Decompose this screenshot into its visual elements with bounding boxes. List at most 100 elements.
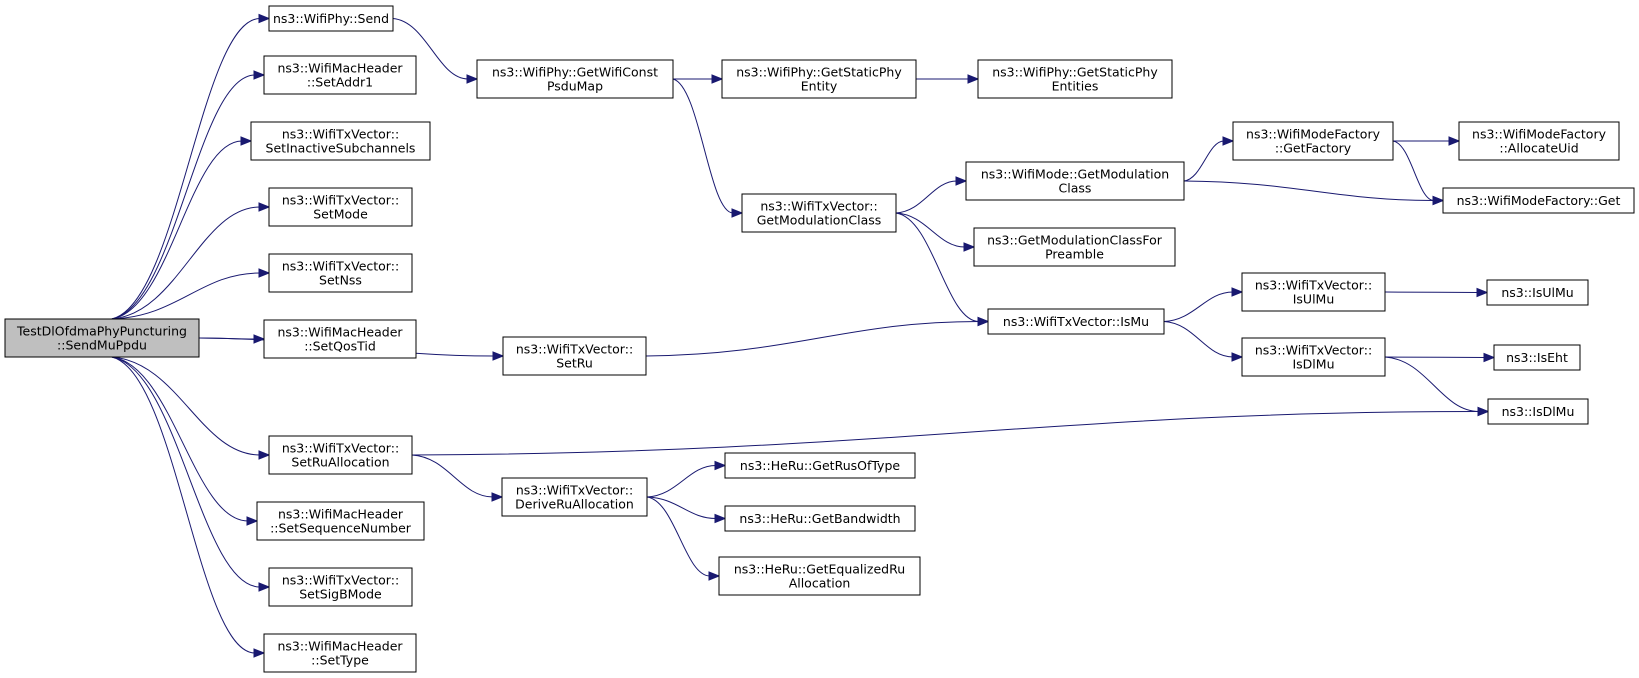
node-label-line: SetRuAllocation <box>291 455 389 470</box>
node-set-addr1[interactable]: ns3::WifiMacHeader::SetAddr1 <box>263 55 417 95</box>
node-label-line: ns3::WifiModeFactory <box>1246 127 1381 142</box>
node-label-line: ns3::WifiTxVector::IsMu <box>1003 314 1149 329</box>
node-set-ru-allocation[interactable]: ns3::WifiTxVector::SetRuAllocation <box>268 435 413 475</box>
node-label-line: ns3::WifiTxVector:: <box>282 259 399 274</box>
edge-get_factory-to-allocate_uid <box>1392 136 1461 146</box>
node-set-mode[interactable]: ns3::WifiTxVector::SetMode <box>268 187 413 227</box>
node-label-line: Allocation <box>789 576 851 591</box>
node-box <box>250 121 431 161</box>
nodes-layer: TestDlOfdmaPhyPuncturing::SendMuPpduns3:… <box>4 5 1635 673</box>
node-label-line: SetInactiveSubchannels <box>266 141 416 156</box>
node-derive-ru-allocation[interactable]: ns3::WifiTxVector::DeriveRuAllocation <box>501 477 648 517</box>
edge-send_mu_ppdu-to-set_nss <box>111 268 271 320</box>
node-label-line: SetMode <box>313 207 368 222</box>
node-box <box>1232 121 1394 161</box>
node-box <box>987 308 1165 335</box>
node-box <box>718 556 921 596</box>
edge-get_wifi_const_psdu_map-to-txvector_get_modulation_class <box>672 78 744 218</box>
edges-layer <box>111 13 1496 658</box>
node-label-line: ns3::WifiTxVector:: <box>282 573 399 588</box>
node-label-line: ns3::WifiMacHeader <box>277 325 403 340</box>
node-box <box>4 318 200 358</box>
node-get-rus-of-type[interactable]: ns3::HeRu::GetRusOfType <box>724 452 916 479</box>
node-label-line: ns3::IsDlMu <box>1502 404 1575 419</box>
node-label-line: ns3::WifiModeFactory <box>1472 127 1607 142</box>
node-wifimode-get-modulation-class[interactable]: ns3::WifiMode::GetModulationClass <box>965 161 1185 201</box>
node-wifiphy-send[interactable]: ns3::WifiPhy::Send <box>268 5 394 32</box>
node-set-nss[interactable]: ns3::WifiTxVector::SetNss <box>268 253 413 293</box>
edge-wifiphy_send-to-get_wifi_const_psdu_map <box>392 18 479 84</box>
node-label-line: TestDlOfdmaPhyPuncturing <box>16 324 187 339</box>
node-box <box>973 227 1176 267</box>
node-allocate-uid[interactable]: ns3::WifiModeFactory::AllocateUid <box>1458 121 1620 161</box>
node-set-ru[interactable]: ns3::WifiTxVector::SetRu <box>502 336 647 376</box>
node-set-qos-tid[interactable]: ns3::WifiMacHeader::SetQosTid <box>263 319 417 359</box>
edge-get_static_phy_entity-to-get_static_phy_entities <box>915 74 980 84</box>
edge-send_mu_ppdu-to-set_inactive_subchannels <box>111 136 253 320</box>
edge-get_factory-to-factory_get <box>1392 140 1445 206</box>
node-label-line: ns3::WifiModeFactory::Get <box>1457 193 1621 208</box>
node-is-dl-mu[interactable]: ns3::IsDlMu <box>1487 398 1589 425</box>
node-box <box>268 567 413 607</box>
node-box <box>724 505 916 532</box>
node-factory-get[interactable]: ns3::WifiModeFactory::Get <box>1442 187 1635 214</box>
node-txvector-is-ul-mu[interactable]: ns3::WifiTxVector::IsUlMu <box>1241 272 1386 312</box>
node-label-line: ns3::WifiTxVector:: <box>760 199 877 214</box>
node-label-line: ns3::WifiPhy::GetStaticPhy <box>992 65 1158 80</box>
node-box <box>476 59 674 99</box>
node-label-line: Entities <box>1052 79 1099 94</box>
node-label-line: IsDlMu <box>1292 357 1334 372</box>
edge-get_wifi_const_psdu_map-to-get_static_phy_entity <box>672 74 724 84</box>
edge-send_mu_ppdu-to-set_ru_allocation <box>111 356 271 460</box>
node-label-line: ::SetType <box>311 653 369 668</box>
edge-send_mu_ppdu-to-set_addr1 <box>111 70 266 320</box>
node-box <box>1487 398 1589 425</box>
node-label-line: ns3::WifiPhy::Send <box>273 11 389 26</box>
node-label-line: SetNss <box>319 273 362 288</box>
node-box <box>1442 187 1635 214</box>
node-box <box>977 59 1173 99</box>
node-get-bandwidth[interactable]: ns3::HeRu::GetBandwidth <box>724 505 916 532</box>
node-label-line: ns3::WifiTxVector:: <box>282 193 399 208</box>
node-label-line: ::SendMuPpdu <box>57 338 147 353</box>
node-label-line: ns3::WifiTxVector:: <box>1255 278 1372 293</box>
edge-is_mu-to-txvector_is_dl_mu <box>1163 321 1244 362</box>
node-send-mu-ppdu[interactable]: TestDlOfdmaPhyPuncturing::SendMuPpdu <box>4 318 200 358</box>
edge-set_ru_allocation-to-derive_ru_allocation <box>411 454 504 502</box>
node-label-line: ::AllocateUid <box>1499 141 1578 156</box>
node-is-ul-mu[interactable]: ns3::IsUlMu <box>1486 279 1589 306</box>
node-box <box>256 501 425 541</box>
node-txvector-is-dl-mu[interactable]: ns3::WifiTxVector::IsDlMu <box>1241 337 1386 377</box>
edge-txvector_is_dl_mu-to-is_eht <box>1384 352 1496 363</box>
edge-txvector_is_dl_mu-to-is_dl_mu <box>1384 356 1490 417</box>
node-box <box>1241 337 1386 377</box>
node-set-inactive-subchannels[interactable]: ns3::WifiTxVector::SetInactiveSubchannel… <box>250 121 431 161</box>
edge-wifimode_get_modulation_class-to-get_factory <box>1183 136 1235 182</box>
node-label-line: ns3::WifiMacHeader <box>277 639 403 654</box>
node-label-line: DeriveRuAllocation <box>515 497 634 512</box>
node-label-line: ::SetAddr1 <box>307 75 373 90</box>
node-is-mu[interactable]: ns3::WifiTxVector::IsMu <box>987 308 1165 335</box>
node-label-line: ns3::HeRu::GetEqualizedRu <box>734 562 905 577</box>
node-is-eht[interactable]: ns3::IsEht <box>1493 344 1581 371</box>
edge-txvector_get_modulation_class-to-get_modulation_class_for_preamble <box>895 212 976 252</box>
edge-send_mu_ppdu-to-set_type <box>111 356 266 658</box>
node-label-line: ::SetQosTid <box>304 339 376 354</box>
node-label-line: ::SetSequenceNumber <box>270 521 412 536</box>
node-label-line: ns3::HeRu::GetBandwidth <box>739 511 900 526</box>
node-set-type[interactable]: ns3::WifiMacHeader::SetType <box>263 633 417 673</box>
node-set-sequence-number[interactable]: ns3::WifiMacHeader::SetSequenceNumber <box>256 501 425 541</box>
node-txvector-get-modulation-class[interactable]: ns3::WifiTxVector::GetModulationClass <box>741 193 897 233</box>
node-label-line: ns3::WifiTxVector:: <box>282 441 399 456</box>
node-label-line: Preamble <box>1045 247 1104 262</box>
node-set-sigb-mode[interactable]: ns3::WifiTxVector::SetSigBMode <box>268 567 413 607</box>
node-label-line: ns3::WifiPhy::GetStaticPhy <box>736 65 902 80</box>
node-box <box>263 319 417 359</box>
node-get-factory[interactable]: ns3::WifiModeFactory::GetFactory <box>1232 121 1394 161</box>
node-box <box>965 161 1185 201</box>
